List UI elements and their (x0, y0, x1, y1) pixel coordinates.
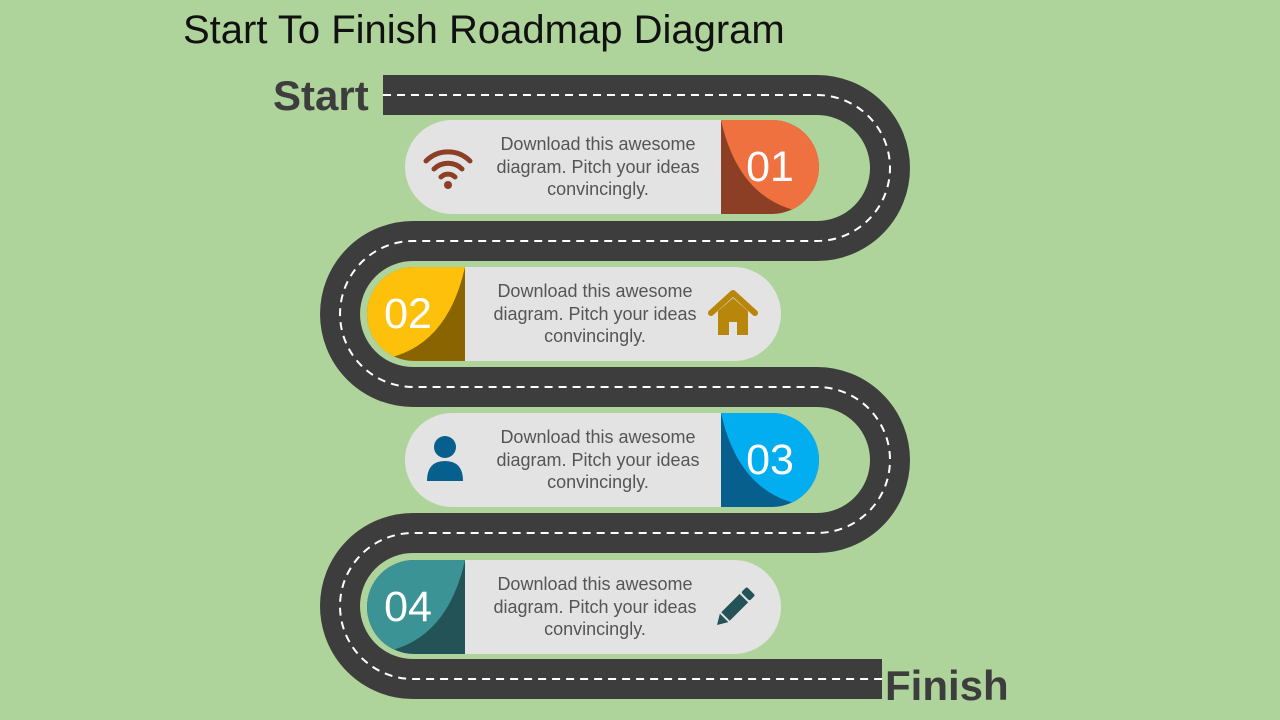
page-title: Start To Finish Roadmap Diagram (183, 8, 785, 52)
step-text-1: Download this awesome diagram. Pitch you… (496, 134, 700, 199)
step-text-3: Download this awesome diagram. Pitch you… (496, 427, 700, 492)
step-badge-1: 01 (721, 120, 819, 214)
step-number-3: 03 (746, 436, 794, 484)
step-card-4: 04 Download this awesome diagram. Pitch … (367, 560, 781, 654)
step-card-3: Download this awesome diagram. Pitch you… (405, 413, 819, 507)
step-card-1: Download this awesome diagram. Pitch you… (405, 120, 819, 214)
step-badge-3: 03 (721, 413, 819, 507)
step-card-2: 02 Download this awesome diagram. Pitch … (367, 267, 781, 361)
step-number-1: 01 (746, 143, 794, 191)
wifi-icon (423, 149, 473, 189)
step-badge-4: 04 (367, 560, 465, 654)
step-badge-2: 02 (367, 267, 465, 361)
home-icon (708, 290, 758, 335)
pencil-icon (717, 587, 755, 625)
step-number-2: 02 (384, 290, 432, 338)
user-icon (427, 436, 463, 481)
step-text-4: Download this awesome diagram. Pitch you… (493, 574, 697, 639)
finish-label: Finish (885, 662, 1009, 709)
step-text-2: Download this awesome diagram. Pitch you… (493, 281, 697, 346)
start-label: Start (273, 72, 369, 119)
step-number-4: 04 (384, 583, 432, 631)
